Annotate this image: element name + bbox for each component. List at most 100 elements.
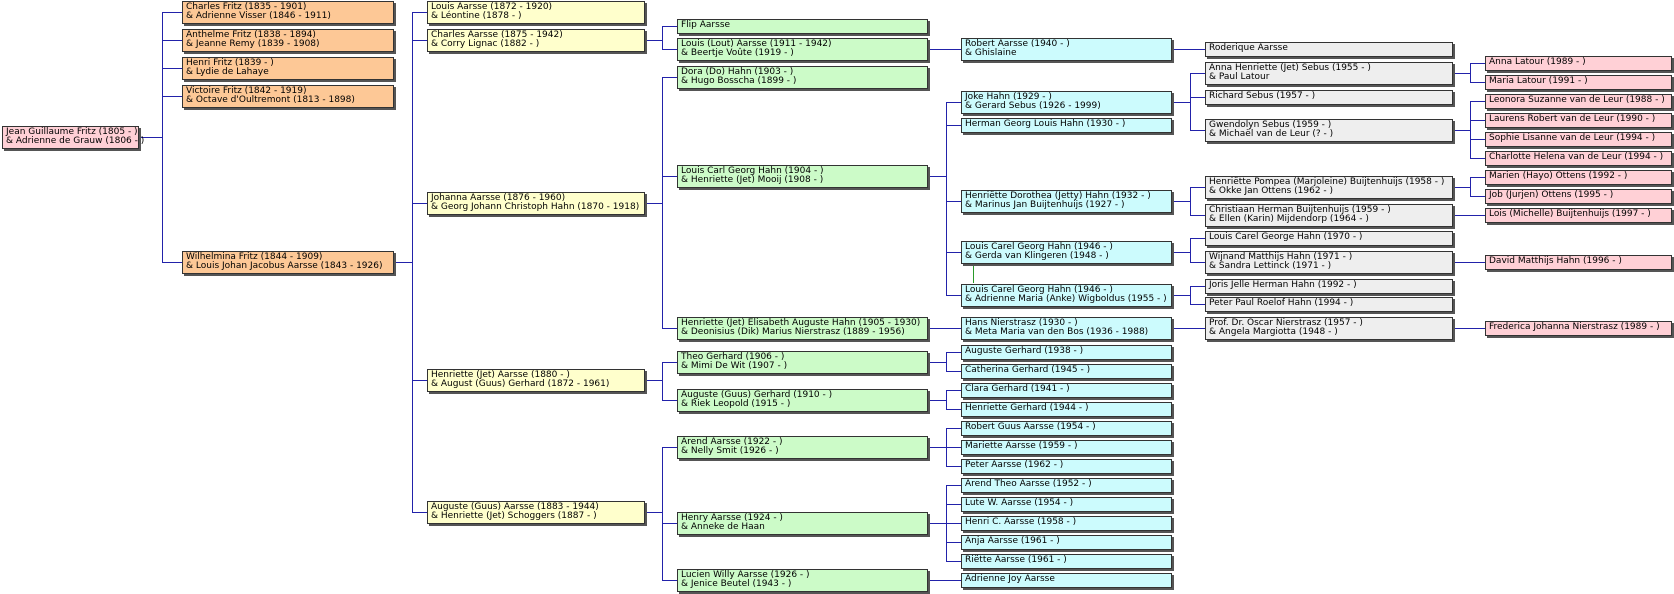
person-box[interactable]: Clara Gerhard (1941 - ) [961,382,1172,398]
person-box[interactable]: Arend Theo Aarsse (1952 - ) [961,477,1172,493]
person-box[interactable]: Arend Aarsse (1922 - )& Nelly Smit (1926… [677,435,928,459]
person-box[interactable]: Lucien Willy Aarsse (1926 - )& Jenice Be… [677,568,928,592]
person-name: Clara Gerhard (1941 - ) [965,384,1070,395]
person-box[interactable]: Anthelme Fritz (1838 - 1894)& Jeanne Rem… [182,28,394,52]
person-name: Louis Carel George Hahn (1970 - ) [1209,232,1363,243]
person-name: Herman Georg Louis Hahn (1930 - ) [965,119,1126,130]
person-name: Wilhelmina Fritz (1844 - 1909) [186,251,323,262]
person-name: Henri Fritz (1839 - ) [186,57,274,68]
person-name: Louis Carel Georg Hahn (1946 - ) [965,284,1113,295]
person-box[interactable]: Henriette Gerhard (1944 - ) [961,401,1172,417]
person-box[interactable]: Christiaan Herman Buijtenhuijs (1959 - )… [1205,203,1453,227]
spouse-name: & Corry Lignac (1882 - ) [431,39,540,49]
person-name: Anna Henriette (Jet) Sebus (1955 - ) [1209,62,1371,73]
person-box[interactable]: Hans Nierstrasz (1930 - )& Meta Maria va… [961,316,1172,340]
person-box[interactable]: Herman Georg Louis Hahn (1930 - ) [961,117,1172,133]
spouse-name: & Hugo Bosscha (1899 - ) [681,76,797,86]
person-box[interactable]: Wijnand Matthijs Hahn (1971 - )& Sandra … [1205,250,1453,274]
spouse-name: & Gerard Sebus (1926 - 1999) [965,101,1101,111]
person-box[interactable]: Lute W. Aarsse (1954 - ) [961,496,1172,512]
person-box[interactable]: Job (Jurjen) Ottens (1995 - ) [1485,188,1672,204]
person-name: Henriette Gerhard (1944 - ) [965,403,1089,414]
person-box[interactable]: Wilhelmina Fritz (1844 - 1909)& Louis Jo… [182,250,394,274]
person-box[interactable]: Anna Latour (1989 - ) [1485,55,1672,71]
person-box[interactable]: Mariette Aarsse (1959 - ) [961,439,1172,455]
spouse-name: & Adrienne Maria (Anke) Wigboldus (1955 … [965,294,1167,304]
person-box[interactable]: Henry Aarsse (1924 - )& Anneke de Haan [677,511,928,535]
person-box[interactable]: Louis Carel Georg Hahn (1946 - )& Adrien… [961,283,1172,307]
person-box[interactable]: Roderique Aarsse [1205,41,1453,57]
person-box[interactable]: Sophie Lisanne van de Leur (1994 - ) [1485,131,1672,147]
person-name: Anna Latour (1989 - ) [1489,57,1586,68]
person-box[interactable]: Charles Fritz (1835 - 1901)& Adrienne Vi… [182,0,394,24]
person-name: Henriette (Jet) Elisabeth Auguste Hahn (… [681,317,921,328]
person-box[interactable]: Robert Aarsse (1940 - )& Ghislaine [961,37,1172,61]
person-box[interactable]: Jean Guillaume Fritz (1805 - )& Adrienne… [2,125,144,149]
person-name: Flip Aarsse [681,20,731,31]
person-box[interactable]: Louis Aarsse (1872 - 1920)& Léontine (18… [427,0,645,24]
person-box[interactable]: Richard Sebus (1957 - ) [1205,89,1453,105]
person-name: Henry Aarsse (1924 - ) [681,512,783,523]
person-box[interactable]: Flip Aarsse [677,18,928,34]
spouse-name: & Henriette (Jet) Schoggers (1887 - ) [431,511,597,521]
person-box[interactable]: Henri C. Aarsse (1958 - ) [961,515,1172,531]
person-name: Joris Jelle Herman Hahn (1992 - ) [1209,280,1357,291]
person-box[interactable]: Marien (Hayo) Ottens (1992 - ) [1485,169,1672,185]
person-box[interactable]: Auguste (Guus) Aarsse (1883 - 1944)& Hen… [427,500,645,524]
person-box[interactable]: Anna Henriette (Jet) Sebus (1955 - )& Pa… [1205,61,1453,85]
person-box[interactable]: Henriëtte Dorothea (Jetty) Hahn (1932 - … [961,189,1172,213]
person-box[interactable]: David Matthijs Hahn (1996 - ) [1485,254,1672,270]
person-name: Joke Hahn (1929 - ) [965,91,1052,102]
person-box[interactable]: Joris Jelle Herman Hahn (1992 - ) [1205,278,1453,294]
person-name: Charles Fritz (1835 - 1901) [186,1,307,12]
person-name: Leonora Suzanne van de Leur (1988 - ) [1489,95,1665,106]
person-name: Laurens Robert van de Leur (1990 - ) [1489,114,1656,125]
person-box[interactable]: Auguste Gerhard (1938 - ) [961,344,1172,360]
person-box[interactable]: Henri Fritz (1839 - )& Lydie de Lahaye [182,56,394,80]
person-box[interactable]: Prof. Dr. Oscar Nierstrasz (1957 - )& An… [1205,316,1453,340]
person-box[interactable]: Maria Latour (1991 - ) [1485,74,1672,90]
person-box[interactable]: Theo Gerhard (1906 - )& Mimi De Wit (190… [677,350,928,374]
person-box[interactable]: Lois (Michelle) Buijtenhuijs (1997 - ) [1485,207,1672,223]
person-box[interactable]: Riëtte Aarsse (1961 - ) [961,553,1172,569]
person-box[interactable]: Gwendolyn Sebus (1959 - )& Michaël van d… [1205,118,1453,142]
person-box[interactable]: Henriette (Jet) Elisabeth Auguste Hahn (… [677,316,928,340]
person-box[interactable]: Victoire Fritz (1842 - 1919)& Octave d'O… [182,84,394,108]
person-box[interactable]: Peter Paul Roelof Hahn (1994 - ) [1205,296,1453,312]
person-box[interactable]: Anja Aarsse (1961 - ) [961,534,1172,550]
person-name: Arend Theo Aarsse (1952 - ) [965,479,1092,490]
person-name: Louis Aarsse (1872 - 1920) [431,1,553,12]
person-box[interactable]: Robert Guus Aarsse (1954 - ) [961,420,1172,436]
person-box[interactable]: Henriette (Jet) Aarsse (1880 - )& August… [427,368,645,392]
person-box[interactable]: Louis Carel George Hahn (1970 - ) [1205,230,1453,246]
person-name: Catherina Gerhard (1945 - ) [965,365,1091,376]
person-name: Richard Sebus (1957 - ) [1209,91,1316,102]
person-box[interactable]: Louis Carel Georg Hahn (1946 - )& Gerda … [961,240,1172,264]
person-box[interactable]: Louis Carl Georg Hahn (1904 - )& Henriet… [677,164,928,188]
spouse-name: & Jenice Beutel (1943 - ) [681,579,792,589]
person-box[interactable]: Peter Aarsse (1962 - ) [961,458,1172,474]
spouse-name: & Octave d'Oultremont (1813 - 1898) [186,95,355,105]
person-box[interactable]: Louis (Lout) Aarsse (1911 - 1942)& Beert… [677,37,928,61]
person-name: Louis (Lout) Aarsse (1911 - 1942) [681,38,832,49]
person-name: Henri C. Aarsse (1958 - ) [965,517,1077,528]
person-box[interactable]: Dora (Do) Hahn (1903 - )& Hugo Bosscha (… [677,65,928,89]
person-box[interactable]: Joke Hahn (1929 - )& Gerard Sebus (1926 … [961,90,1172,114]
person-name: Frederica Johanna Nierstrasz (1989 - ) [1489,322,1660,333]
person-box[interactable]: Charlotte Helena van de Leur (1994 - ) [1485,150,1672,166]
person-box[interactable]: Frederica Johanna Nierstrasz (1989 - ) [1485,320,1672,336]
person-box[interactable]: Leonora Suzanne van de Leur (1988 - ) [1485,93,1672,109]
person-box[interactable]: Auguste (Guus) Gerhard (1910 - )& Riek L… [677,388,928,412]
person-name: Maria Latour (1991 - ) [1489,76,1588,87]
person-name: Jean Guillaume Fritz (1805 - ) [6,126,138,137]
person-box[interactable]: Henriëtte Pompea (Marjoleine) Buijtenhui… [1205,175,1453,199]
person-box[interactable]: Johanna Aarsse (1876 - 1960)& Georg Joha… [427,191,645,215]
person-box[interactable]: Charles Aarsse (1875 - 1942)& Corry Lign… [427,28,645,52]
person-name: Robert Guus Aarsse (1954 - ) [965,422,1096,433]
person-box[interactable]: Laurens Robert van de Leur (1990 - ) [1485,112,1672,128]
person-box[interactable]: Adrienne Joy Aarsse [961,572,1172,588]
spouse-name: & Anneke de Haan [681,522,765,532]
person-box[interactable]: Catherina Gerhard (1945 - ) [961,363,1172,379]
person-name: Roderique Aarsse [1209,43,1288,54]
spouse-name: & Michaël van de Leur (? - ) [1209,129,1334,139]
